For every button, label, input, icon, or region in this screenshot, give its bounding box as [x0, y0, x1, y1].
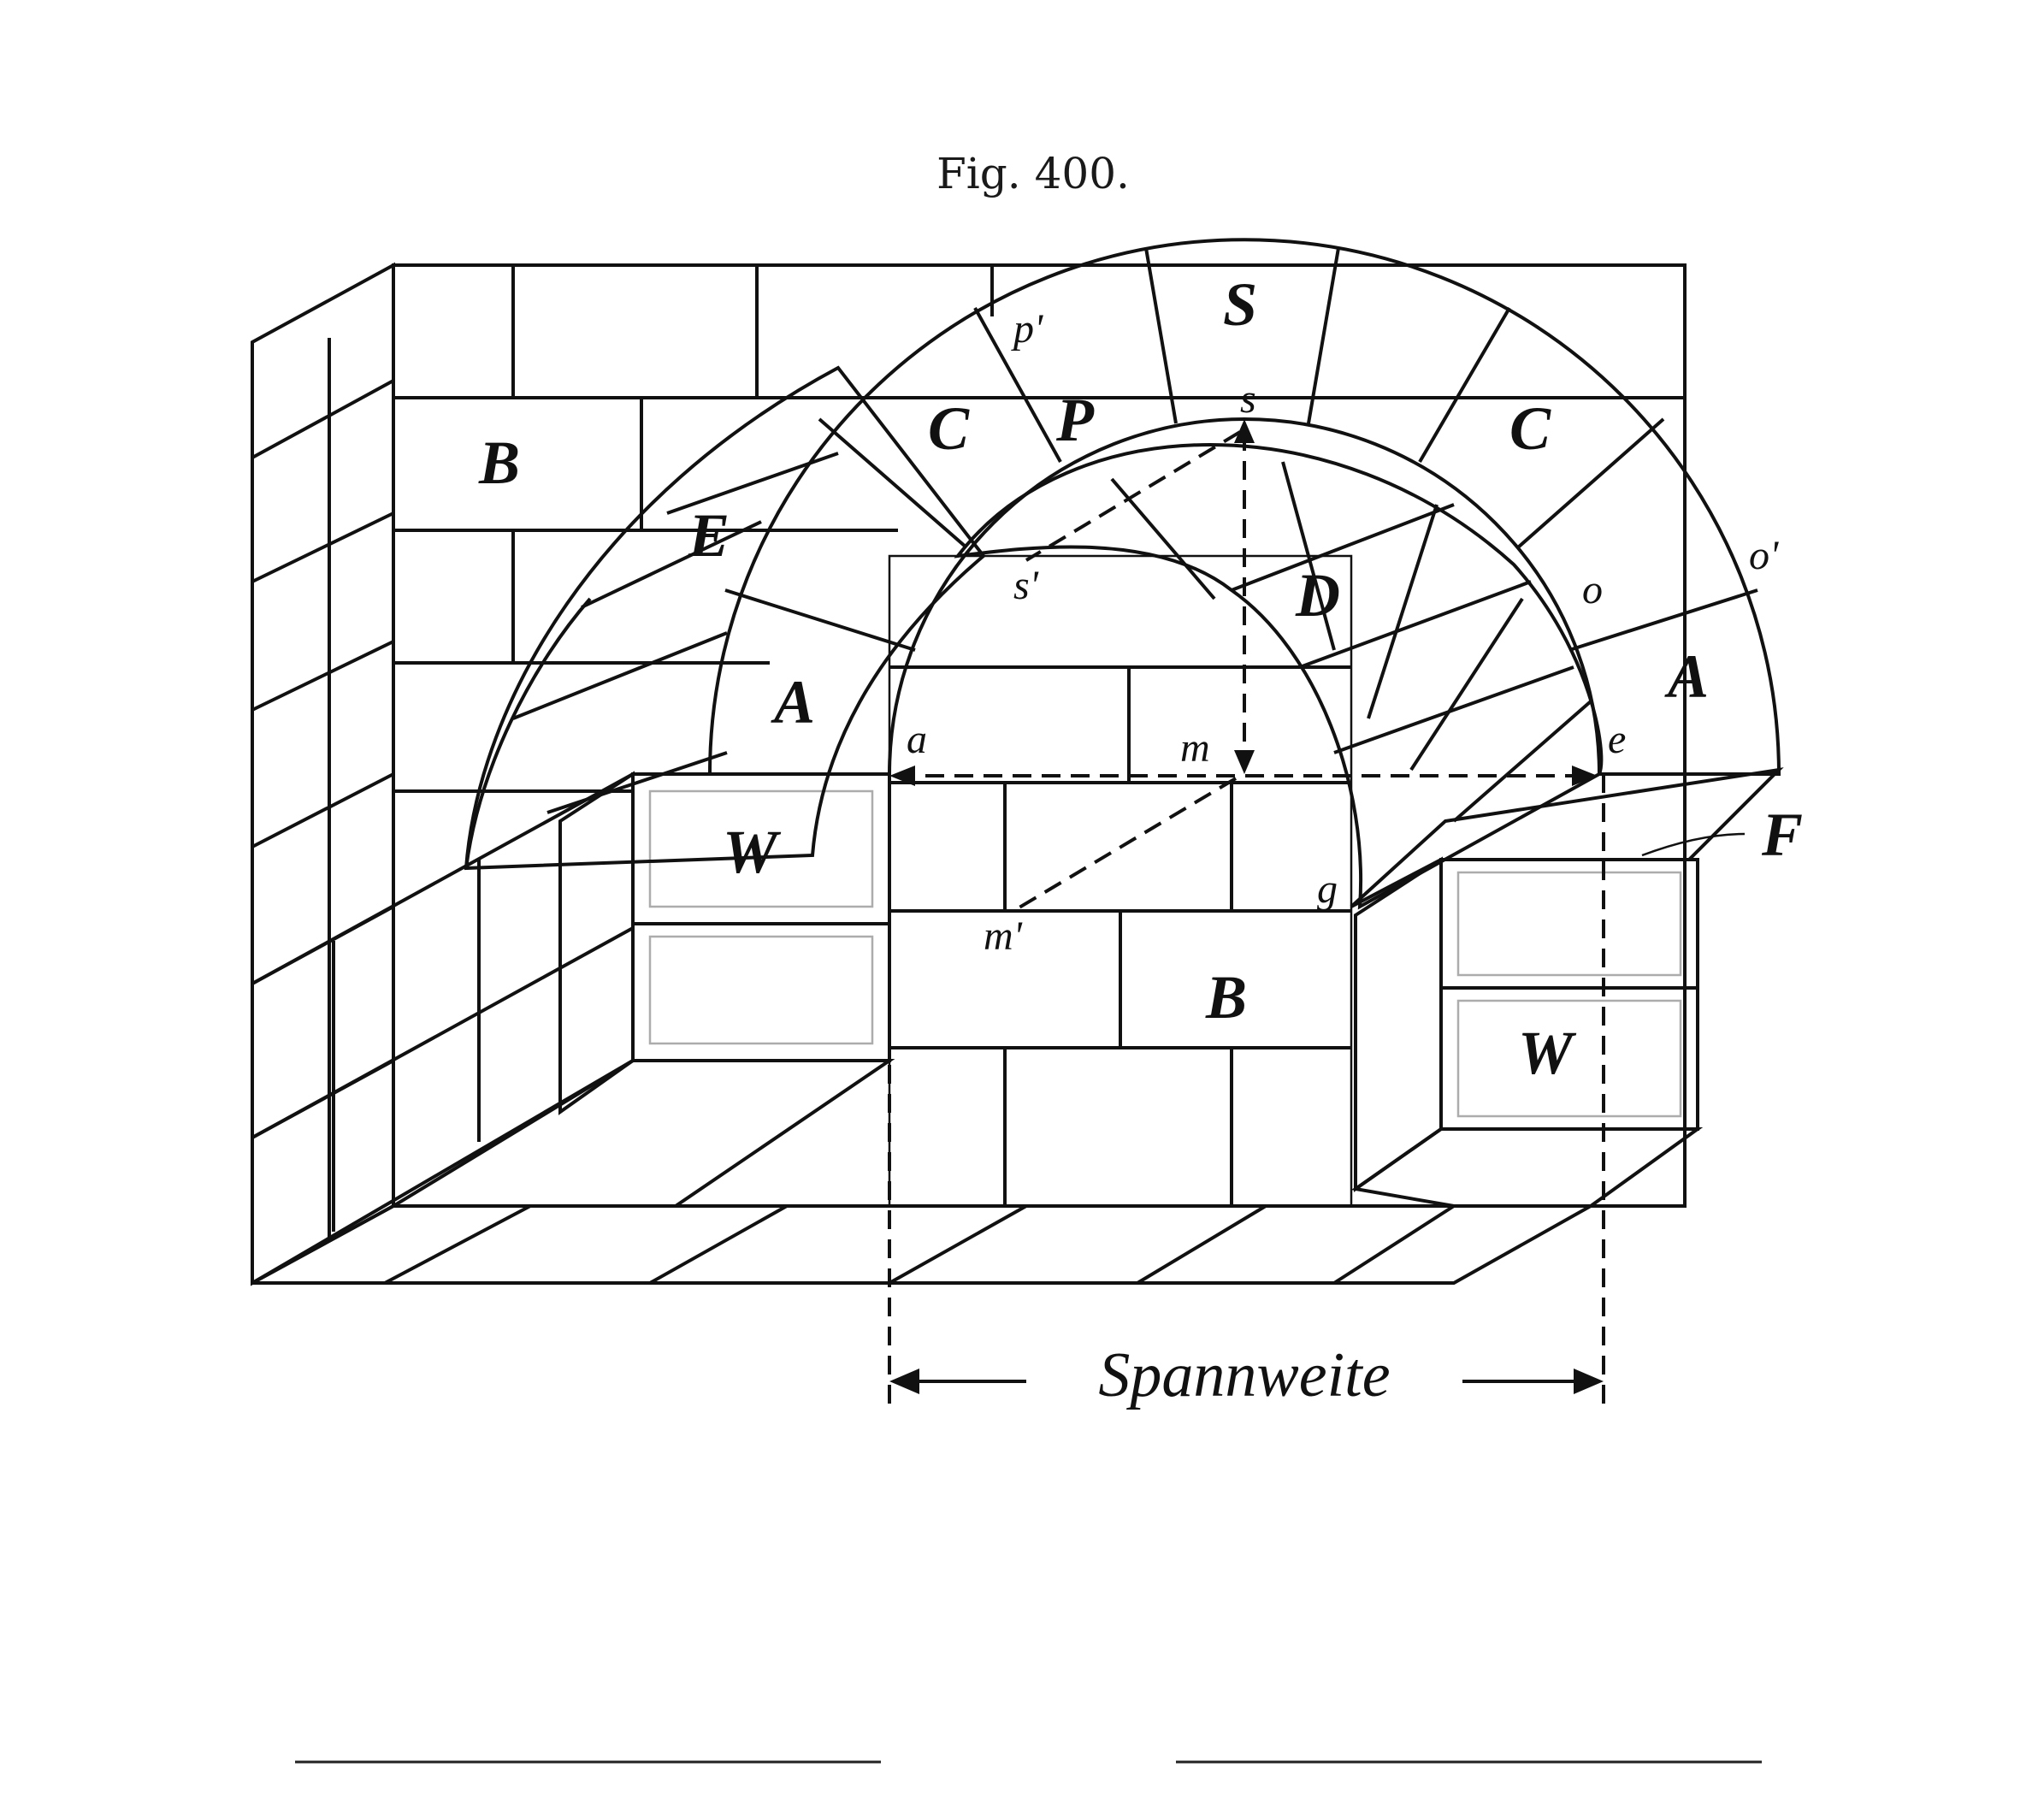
construction-lines — [888, 419, 1746, 1411]
label-A-left: A — [771, 668, 815, 736]
label-m: m — [1180, 725, 1210, 771]
label-D: D — [1295, 561, 1340, 630]
base-slab — [251, 1204, 1598, 1285]
label-g: g — [1317, 866, 1338, 912]
label-C-left: C — [928, 394, 970, 463]
figure-title: Fig. 400. — [936, 149, 1130, 198]
span-label: Spannweite — [1098, 1340, 1390, 1410]
label-A-right: A — [1664, 642, 1709, 711]
point-labels: s s' a m m' e g o o' — [907, 376, 1779, 959]
label-W-right: W — [1518, 1019, 1577, 1087]
label-o-prime: o' — [1749, 533, 1779, 578]
vault — [464, 365, 1604, 910]
label-s-prime: s' — [1013, 563, 1039, 608]
label-e: e — [1608, 717, 1626, 762]
label-B-lower: B — [1205, 963, 1247, 1032]
arch-ring — [707, 238, 1781, 776]
label-a: a — [907, 717, 927, 762]
label-C-right: C — [1509, 394, 1551, 463]
label-p-prime: p' — [1011, 306, 1043, 352]
label-o: o — [1582, 567, 1603, 612]
label-S: S — [1223, 270, 1257, 339]
stone-labels: B S C C P p' E D A A W W B F — [478, 270, 1803, 1087]
label-F: F — [1761, 801, 1803, 869]
label-W-left: W — [723, 818, 782, 886]
label-s: s — [1240, 376, 1256, 422]
label-P: P — [1055, 386, 1095, 454]
label-B-upper: B — [478, 429, 520, 497]
label-m-prime: m' — [984, 913, 1023, 959]
label-E: E — [688, 501, 730, 570]
